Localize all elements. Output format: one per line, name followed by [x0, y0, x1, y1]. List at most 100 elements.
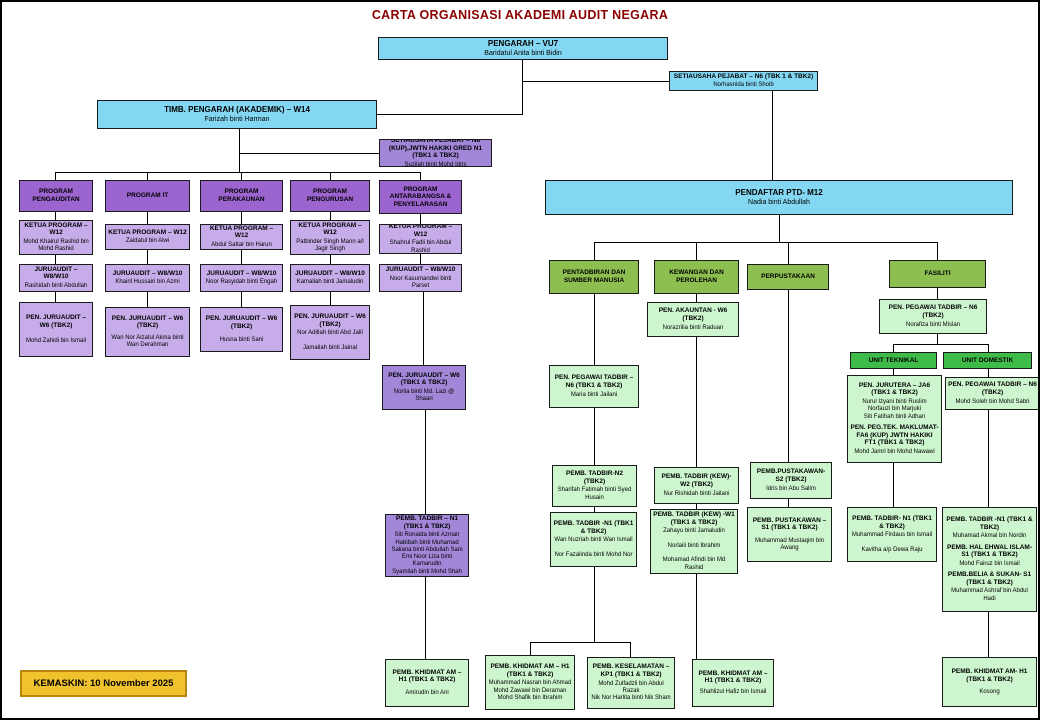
connector-line — [788, 290, 789, 462]
org-box-juruaudit-4: JURUAUDIT – W8/W10 Kamaliah binti Jamalu… — [290, 264, 370, 292]
box-name: Patbinder Singh Mann a/l Jagir Singh — [296, 238, 364, 253]
connector-line — [594, 408, 595, 465]
connector-line — [241, 250, 242, 264]
connector-line — [594, 294, 595, 365]
box-name: Zaidatul bin Alwi — [125, 238, 170, 245]
box-title: PROGRAM ANTARABANGSA & PENYELARASAN — [389, 185, 452, 208]
connector-line — [147, 292, 148, 307]
box-name: Kosong — [979, 688, 1000, 695]
box-title: PERPUSTAKAAN — [761, 273, 815, 281]
box-name: Siti Ronaida binti Azman Habibah binti M… — [391, 532, 463, 575]
org-box-ketua-pengauditan: KETUA PROGRAM – W12 Mohd Khairul Rashid … — [19, 220, 93, 255]
box-title: PEN. PEG.TEK. MAKLUMAT-FA6 (KUP) JWTN HA… — [850, 423, 939, 447]
connector-line — [55, 172, 56, 180]
connector-line — [988, 612, 989, 657]
box-name: Farizah binti Harman — [204, 115, 270, 123]
org-box-pen-juruaudit-3: PEN. JURUAUDIT – W6 (TBK2) Husna binti S… — [200, 307, 283, 352]
box-title: PEMB. KESELAMATAN – KP1 (TBK1 & TBK2) — [592, 663, 670, 679]
box-title: JURUAUDIT – W8/W10 — [206, 269, 277, 277]
connector-line — [594, 567, 595, 642]
connector-line — [772, 91, 773, 180]
org-box-pemb-khidmat-program: PEMB. KHIDMAT AM – H1 (TBK1 & TBK2) Amir… — [385, 659, 469, 707]
connector-line — [147, 212, 148, 224]
box-name: Mohd Zahidi bin Ismail — [25, 337, 87, 344]
box-title: JURUAUDIT – W8/W10 — [295, 269, 365, 277]
org-box-pemb-pustakawan-s2: PEMB.PUSTAKAWAN-S2 (TBK2) Idris bin Abu … — [750, 462, 832, 499]
connector-line — [594, 242, 938, 243]
box-title: KEWANGAN DAN PEROLEHAN — [669, 269, 724, 284]
box-title: PROGRAM PERAKAUNAN — [218, 188, 265, 203]
box-title: PROGRAM PENGAUDITAN — [32, 188, 80, 203]
box-name: Shahlizul Hafiz bin Ismail — [699, 689, 767, 695]
box-name: Amirudin bin Ani — [405, 690, 449, 696]
box-title: PEN. PEGAWAI TADBIR – N6 (TBK2) — [888, 304, 978, 319]
connector-line — [893, 344, 894, 352]
org-box-program-pengurusan: PROGRAM PENGURUSAN — [290, 180, 370, 212]
org-box-program-pengauditan: PROGRAM PENGAUDITAN — [19, 180, 93, 212]
org-box-pengarah: PENGARAH – VU7 Baridatul Anita binti Bid… — [378, 37, 668, 60]
box-name: Wan Nor Aizatul Akma binti Wan Derahman — [111, 334, 184, 349]
org-box-pen-juruaudit-2: PEN. JURUAUDIT – W6 (TBK2) Wan Nor Aizat… — [105, 307, 190, 357]
org-box-timb-pengarah: TIMB. PENGARAH (AKADEMIK) – W14 Farizah … — [97, 100, 377, 129]
box-title: PEN. AKAUNTAN - W6 (TBK2) — [658, 307, 728, 322]
box-title: PENGARAH – VU7 — [487, 38, 559, 48]
box-name: Zahayu binti Jamaludin Norlaili binti Ib… — [662, 528, 726, 571]
box-title: PEMB. TADBIR-N2 (TBK2) — [566, 470, 623, 485]
connector-line — [788, 499, 789, 507]
connector-line — [147, 172, 148, 180]
connector-line — [696, 294, 697, 302]
connector-line — [425, 577, 426, 659]
connector-line — [594, 507, 595, 512]
connector-line — [330, 292, 331, 305]
box-title: KETUA PROGRAM – W12 — [24, 221, 88, 237]
box-name: Mohd Khairul Rashid bin Mohd Rashid — [23, 238, 89, 253]
org-box-jurutera-teknikal: PEN. JURUTERA – JA6 (TBK1 & TBK2) Nurul … — [847, 375, 942, 463]
box-title: UNIT TEKNIKAL — [868, 356, 919, 364]
box-title: PEMB. HAL EHWAL ISLAM- S1 (TBK1 & TBK2) — [947, 543, 1032, 559]
box-title: KETUA PROGRAM – W12 — [298, 221, 362, 237]
box-name: Muhammad Ashraf bin Abdul Hadi — [951, 588, 1028, 602]
org-box-kewangan-perolehan: KEWANGAN DAN PEROLEHAN — [654, 260, 739, 294]
org-box-ketua-pengurusan: KETUA PROGRAM – W12 Patbinder Singh Mann… — [290, 220, 370, 255]
connector-line — [988, 410, 989, 507]
org-box-pemb-keselamatan: PEMB. KESELAMATAN – KP1 (TBK1 & TBK2) Mo… — [587, 657, 675, 709]
box-title: UNIT DOMESTIK — [961, 356, 1014, 364]
org-box-pen-juruaudit-5: PEN. JURUAUDIT – W6 (TBK1 & TBK2) Norlia… — [382, 365, 466, 410]
org-box-unit-teknikal: UNIT TEKNIKAL — [850, 352, 937, 369]
org-box-pemb-khidmat-domestik: PEMB. KHIDMAT AM- H1 (TBK1 & TBK2) Koson… — [942, 657, 1037, 707]
org-box-ketua-it: KETUA PROGRAM – W12 Zaidatul bin Alwi — [105, 224, 190, 250]
box-name: Rashidah binti Abdullah — [24, 283, 88, 289]
org-box-pen-pegawai-tadbir-psm: PEN. PEGAWAI TADBIR – N6 (TBK1 & TBK2) M… — [549, 365, 639, 408]
org-box-pemb-pustakawan-s1: PEMB. PUSTAKAWAN – S1 (TBK1 & TBK2) Muha… — [747, 507, 832, 562]
connector-line — [988, 344, 989, 352]
box-name: Nadia binti Abdullah — [748, 198, 810, 206]
box-name: Shahrul Fadli bin Abdul Rashid — [389, 240, 452, 254]
connector-line — [420, 254, 421, 264]
box-title: PEMB.BELIA & SUKAN- S1 (TBK1 & TBK2) — [947, 571, 1032, 586]
box-title: PEMB. TADBIR -N1 (TBK1 & TBK2) — [946, 515, 1033, 531]
connector-line — [55, 255, 56, 264]
box-title: KETUA PROGRAM – W12 — [388, 224, 453, 238]
connector-line — [423, 292, 424, 365]
box-name: Mohd Jamri bin Mohd Nawawi — [854, 448, 935, 455]
connector-line — [239, 129, 240, 173]
connector-line — [988, 369, 989, 377]
org-box-fasiliti: FASILITI — [889, 260, 986, 288]
org-box-pen-juruaudit-4: PEN. JURUAUDIT – W6 (TBK2) Nor Adillah b… — [290, 305, 370, 360]
box-title: PEN. JURUAUDIT – W6 (TBK2) — [26, 314, 86, 329]
connector-line — [779, 215, 780, 242]
org-box-ketua-perakaunan: KETUA PROGRAM – W12 Abdul Sattar bin Har… — [200, 224, 283, 250]
box-title: PEN. PEGAWAI TADBIR – N6 (TBK2) — [948, 381, 1037, 396]
box-name: Noor Rasyidah binti Engah — [205, 279, 278, 286]
org-box-setiausaha-n6: SETIAUSAHA PEJABAT – N6 (TBK 1 & TBK2) N… — [669, 71, 818, 91]
connector-line — [241, 212, 242, 224]
box-name: Suzilah binti Mohd Idris — [404, 161, 467, 167]
box-name: Muhammad Nasran bin Ahmad Mohd Zawawi bi… — [488, 680, 572, 701]
box-title: PEN. JURUAUDIT – W6 (TBK2) — [111, 314, 184, 330]
org-box-juruaudit-3: JURUAUDIT – W8/W10 Noor Rasyidah binti E… — [200, 264, 283, 292]
connector-line — [696, 242, 697, 260]
org-box-juruaudit-2: JURUAUDIT – W8/W10 Khairil Hussairi bin … — [105, 264, 190, 292]
box-name: Norafiza binti Mislan — [905, 321, 961, 328]
org-box-juruaudit-5: JURUAUDIT – W8/W10 Noor Kasumandwi binti… — [379, 264, 462, 292]
